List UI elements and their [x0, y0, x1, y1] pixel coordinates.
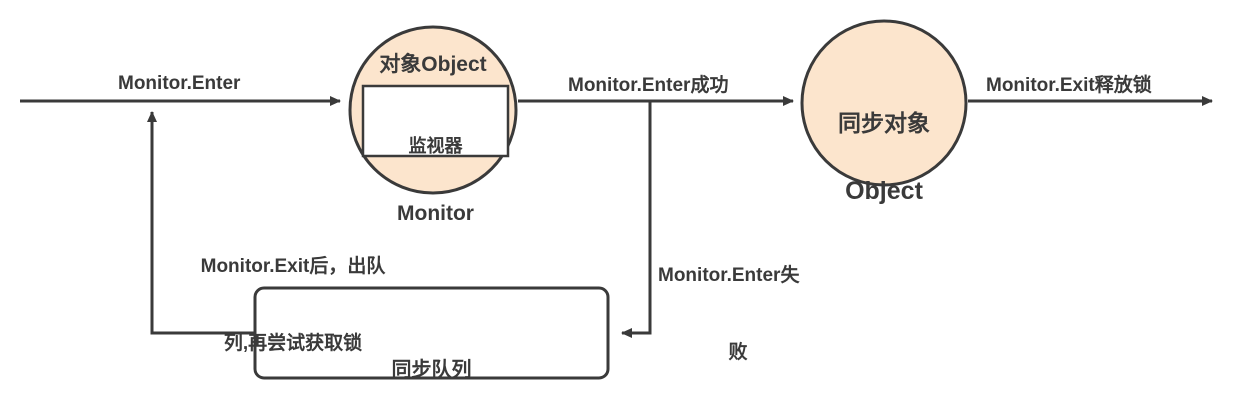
- edge-exit-retry-path: [147, 111, 255, 335]
- edge-label-enter-fail-line2: 败: [728, 342, 748, 364]
- edge-enter-fail-path: [621, 101, 652, 338]
- sync-queue-label: 同步队列 SynchronizedQueue: [255, 310, 608, 412]
- sync-queue-label-cn: 同步队列: [391, 359, 472, 381]
- monitor-inner-label-cn: 监视器: [408, 136, 463, 157]
- edge-label-exit-retry-line2: 列,再尝试获取锁: [223, 333, 363, 355]
- sync-object-label-en: Object: [845, 177, 923, 206]
- monitor-inner-label: 监视器 Monitor: [363, 93, 508, 269]
- edge-label-enter-fail-line1: Monitor.Enter失: [658, 265, 800, 287]
- sync-object-circle: [800, 19, 968, 187]
- sync-object-label: 同步对象 Object: [802, 72, 966, 245]
- monitor-inner-box: [361, 84, 510, 158]
- monitor-inner-label-en: Monitor: [397, 201, 474, 225]
- edge-label-enter-success: Monitor.Enter成功: [568, 75, 729, 96]
- sync-object-label-cn: 同步对象: [838, 110, 930, 137]
- edge-label-exit-release: Monitor.Exit释放锁: [986, 75, 1152, 96]
- edge-label-enter: Monitor.Enter: [118, 73, 241, 94]
- edge-label-exit-retry-line1: Monitor.Exit后，出队: [200, 256, 386, 278]
- monitor-object-title: 对象Object: [379, 53, 487, 76]
- edge-label-exit-retry: Monitor.Exit后，出队 列,再尝试获取锁: [168, 203, 418, 408]
- sync-queue-box: [253, 286, 610, 380]
- edge-label-enter-fail: Monitor.Enter失 败: [658, 212, 838, 412]
